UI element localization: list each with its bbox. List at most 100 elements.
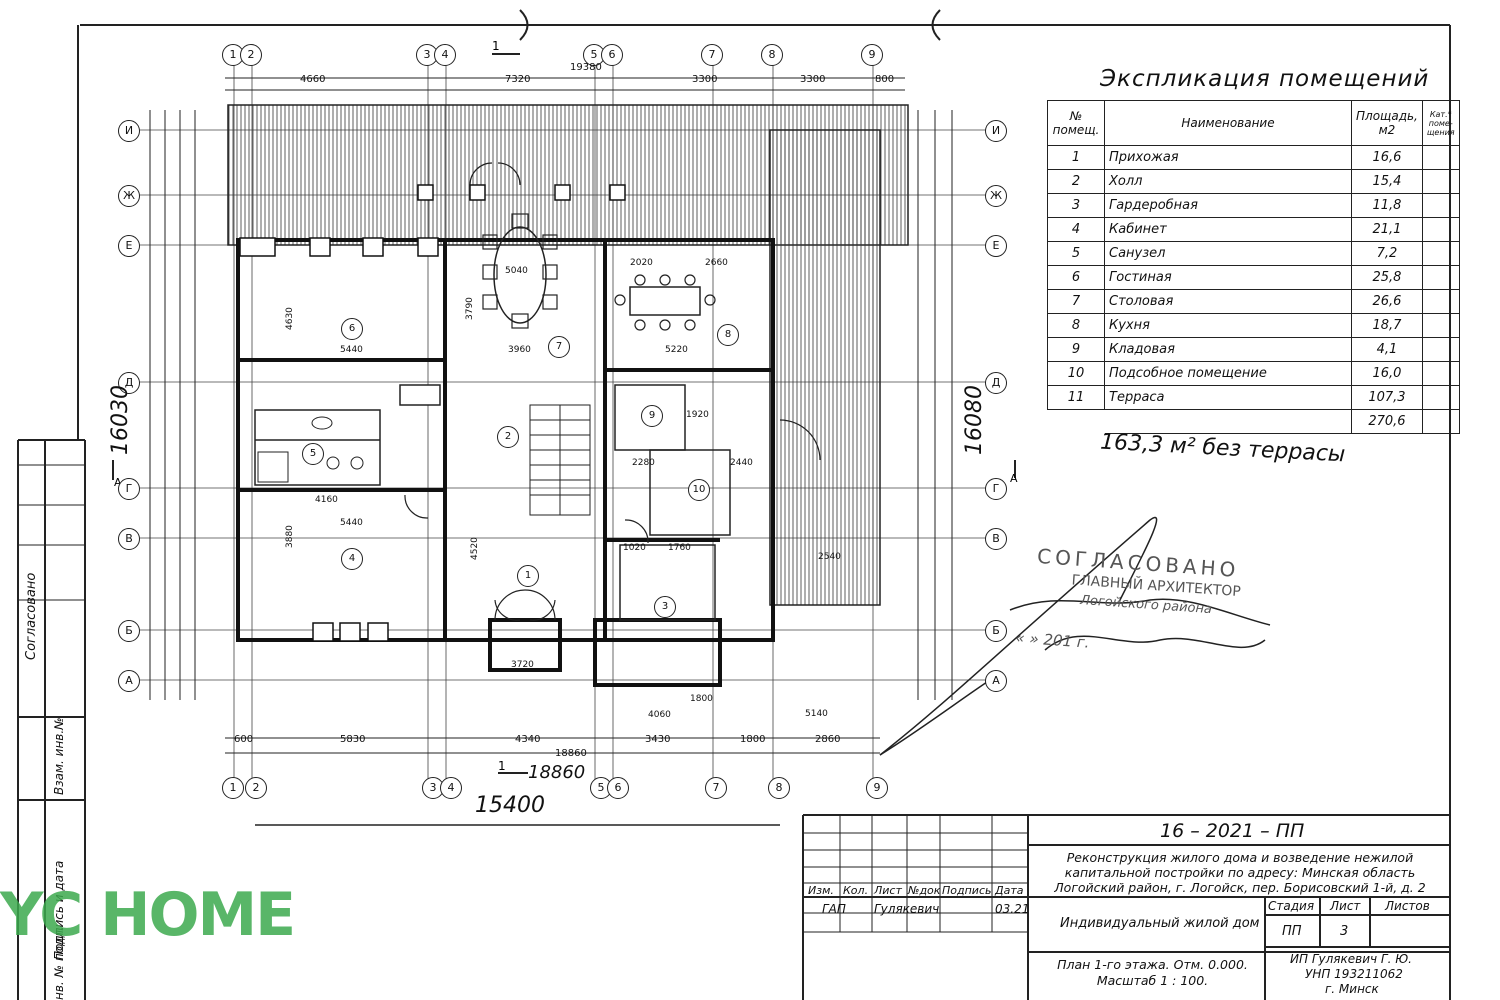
col-kol: Кол.: [843, 884, 869, 897]
axis-bubble-right: Ж: [985, 185, 1007, 207]
cell-cat: [1421, 289, 1460, 314]
axis-bubble-right: В: [985, 528, 1007, 550]
axis-bubble-right: Б: [985, 620, 1007, 642]
axis-bubble-left: В: [118, 528, 140, 550]
cell-cat: [1421, 217, 1460, 242]
cell-cat: [1421, 337, 1460, 362]
handwritten-dim: 16030: [108, 385, 133, 455]
cell-area: 4,1: [1351, 337, 1423, 362]
axis-bubble-right: А: [985, 670, 1007, 692]
dim-top: 4660: [300, 74, 326, 85]
dim-bottom: 1800: [740, 734, 766, 745]
doc-code: 16 – 2021 – ПП: [1160, 820, 1305, 842]
dim-bottom: 18860: [555, 748, 587, 759]
axis-bubble-right: Г: [985, 478, 1007, 500]
sheets-label: Листов: [1385, 899, 1430, 913]
room-number: 7: [548, 336, 570, 358]
stamp-date: « » 201 г.: [1014, 628, 1091, 652]
axis-bubble-top: 2: [240, 44, 262, 66]
col-izm: Изм.: [808, 884, 834, 897]
cell-area: 25,8: [1351, 265, 1423, 290]
cell-name: Терраса: [1104, 385, 1352, 410]
handwritten-dim: 16080: [962, 385, 987, 455]
cell-name: Подсобное помещение: [1104, 361, 1352, 386]
axis-bubble-bottom: 1: [222, 777, 244, 799]
cell-cat: [1421, 361, 1460, 386]
cell-name: Кладовая: [1104, 337, 1352, 362]
explication-table: № помещ. Наименование Площадь, м2 Кат.* …: [1047, 100, 1460, 434]
sheet-label: Лист: [1330, 899, 1361, 913]
axis-bubble-bottom: 8: [768, 777, 790, 799]
cell-area: 16,0: [1351, 361, 1423, 386]
dim-top: 7320: [505, 74, 531, 85]
header-num: № помещ.: [1047, 100, 1105, 146]
handwritten-dim: 18860: [528, 762, 586, 783]
cell-area: 18,7: [1351, 313, 1423, 338]
cell-num: 1: [1047, 145, 1105, 170]
handwritten-dim: 15400: [475, 793, 545, 818]
room-dimension: 1920: [686, 410, 709, 420]
room-dimension: 4630: [285, 307, 295, 330]
sheet-value: 3: [1340, 924, 1349, 939]
axis-bubble-right: Е: [985, 235, 1007, 257]
side-agreed: Согласовано: [24, 572, 39, 660]
sign-date: 03.21: [995, 902, 1030, 916]
room-dimension: 2540: [818, 552, 841, 562]
cell-num: 3: [1047, 193, 1105, 218]
cell-num: 9: [1047, 337, 1105, 362]
author-name: Гулякевич: [874, 902, 940, 916]
room-dimension: 3790: [465, 297, 475, 320]
axis-bubble-bottom: 6: [607, 777, 629, 799]
room-dimension: 1800: [690, 694, 713, 704]
yc-home-logo: YC HOME: [0, 880, 296, 950]
dim-bottom: 5830: [340, 734, 366, 745]
room-dimension: 5440: [340, 345, 363, 355]
room-dimension: 1760: [668, 543, 691, 553]
header-name: Наименование: [1104, 100, 1352, 146]
cell-name: Прихожая: [1104, 145, 1352, 170]
axis-bubble-bottom: 9: [866, 777, 888, 799]
side-inv: Взам. инв.№: [52, 717, 66, 795]
project-description: Реконструкция жилого дома и возведение н…: [1054, 850, 1426, 895]
room-dimension: 4160: [315, 495, 338, 505]
axis-bubble-bottom: 4: [440, 777, 462, 799]
cell-num: 4: [1047, 217, 1105, 242]
stage-label: Стадия: [1268, 899, 1315, 913]
cell-num: 10: [1047, 361, 1105, 386]
axis-bubble-top: 9: [861, 44, 883, 66]
room-dimension: 5140: [805, 709, 828, 719]
cell-name: Гостиная: [1104, 265, 1352, 290]
cell-cat: [1421, 385, 1460, 410]
svg-text:1: 1: [498, 759, 506, 773]
axis-bubble-left: Г: [118, 478, 140, 500]
cell-area: 107,3: [1351, 385, 1423, 410]
cell-num: 5: [1047, 241, 1105, 266]
dim-top: 800: [875, 74, 895, 85]
cell-num: 6: [1047, 265, 1105, 290]
room-number: 4: [341, 548, 363, 570]
company-name: ИП Гулякевич Г. Ю.: [1290, 952, 1412, 966]
cell-name: Санузел: [1104, 241, 1352, 266]
axis-bubble-bottom: 2: [245, 777, 267, 799]
total-area: 270,6: [1351, 409, 1423, 434]
building-type: Индивидуальный жилой дом: [1060, 916, 1260, 931]
cell-area: 11,8: [1351, 193, 1423, 218]
room-number: 3: [654, 596, 676, 618]
cell-num: 2: [1047, 169, 1105, 194]
col-ndok: №док: [908, 884, 941, 897]
explication-total-row: 270,6: [1048, 409, 1460, 434]
cell-name: Гардеробная: [1104, 193, 1352, 218]
stage-value: ПП: [1282, 924, 1302, 939]
room-number: 2: [497, 426, 519, 448]
role-gap: ГАП: [822, 902, 846, 916]
cell-name: Кабинет: [1104, 217, 1352, 242]
cell-area: 16,6: [1351, 145, 1423, 170]
